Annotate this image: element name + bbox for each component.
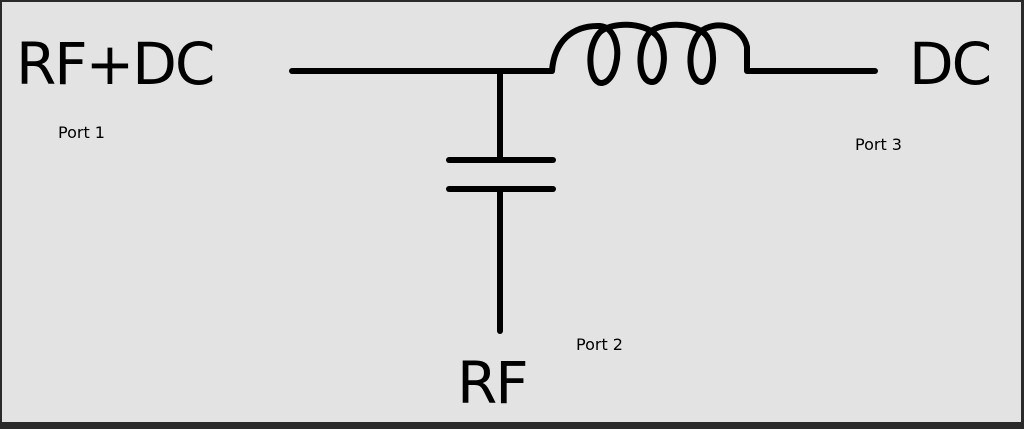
schematic <box>289 21 878 334</box>
port2-label: Port 2 <box>576 335 623 354</box>
port1-label: Port 1 <box>58 123 105 142</box>
port3-label: Port 3 <box>855 135 902 154</box>
right-terminal-label: DC <box>909 30 992 98</box>
inductor-coil <box>497 21 878 86</box>
diagram-canvas: RF+DC DC RF Port 1 Port 2 Port 3 <box>2 2 1021 422</box>
left-terminal-label: RF+DC <box>16 30 215 98</box>
bottom-terminal-label: RF <box>457 349 529 417</box>
